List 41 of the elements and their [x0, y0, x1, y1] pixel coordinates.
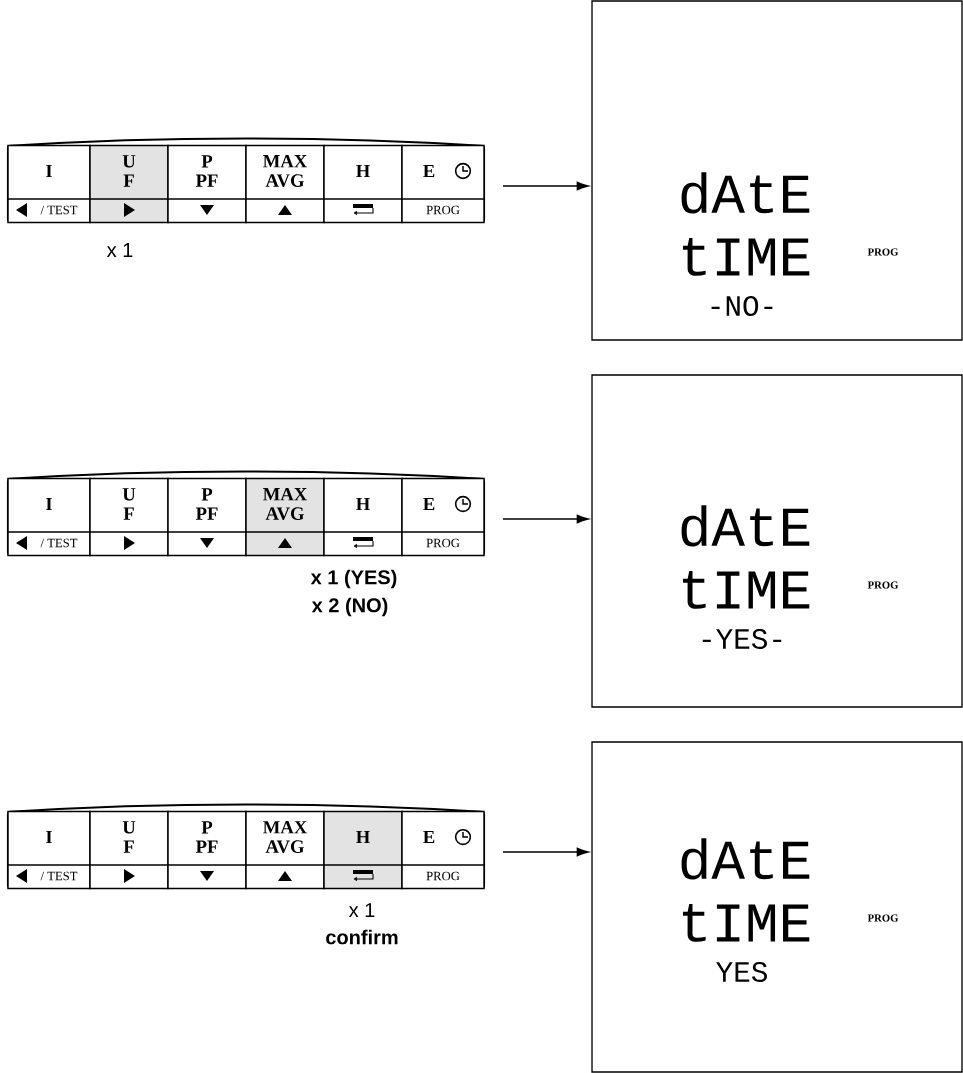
- key-label: I: [46, 830, 52, 844]
- key-sublabel: / TEST: [40, 871, 78, 881]
- key-label: MAX AVG: [263, 821, 308, 853]
- key-label: U F: [122, 155, 136, 187]
- arrow: [502, 181, 589, 191]
- key-sublabel: PROG: [426, 871, 460, 881]
- key-label: I: [46, 164, 52, 178]
- key-label: H: [356, 164, 370, 178]
- key-label: H: [356, 497, 370, 511]
- key-label: E: [423, 164, 435, 178]
- press-count: x 1: [106, 243, 133, 257]
- key-sublabel: PROG: [426, 538, 460, 548]
- key-label: U F: [122, 821, 136, 853]
- key-label: I: [46, 497, 52, 511]
- lcd-text: dAtE tIME: [681, 505, 810, 609]
- key-label: P PF: [195, 488, 218, 520]
- key-label: U F: [122, 488, 136, 520]
- arrow: [502, 847, 589, 857]
- lcd-text: YES: [716, 962, 767, 982]
- key-label: E: [423, 497, 435, 511]
- key-label: P PF: [195, 155, 218, 187]
- press-count: x 1: [348, 903, 375, 917]
- lcd-text: -YES-: [702, 629, 782, 649]
- mode-indicator: PROG: [867, 914, 899, 922]
- press-count: confirm: [326, 929, 398, 945]
- key-label: P PF: [195, 821, 218, 853]
- mode-indicator: PROG: [867, 581, 899, 589]
- key-label: MAX AVG: [263, 155, 308, 187]
- mode-indicator: PROG: [867, 248, 899, 256]
- lcd-text: dAtE tIME: [681, 838, 810, 942]
- lcd-text: -NO-: [711, 296, 773, 316]
- key-label: H: [356, 830, 370, 844]
- key-label: MAX AVG: [263, 488, 308, 520]
- key-sublabel: / TEST: [40, 205, 78, 215]
- key-sublabel: / TEST: [40, 538, 78, 548]
- key-sublabel: PROG: [426, 205, 460, 215]
- press-count: x 1 (YES): [310, 569, 397, 589]
- press-count: x 2 (NO): [311, 597, 388, 617]
- key-label: E: [423, 830, 435, 844]
- lcd-text: dAtE tIME: [681, 172, 810, 276]
- arrow: [502, 514, 589, 524]
